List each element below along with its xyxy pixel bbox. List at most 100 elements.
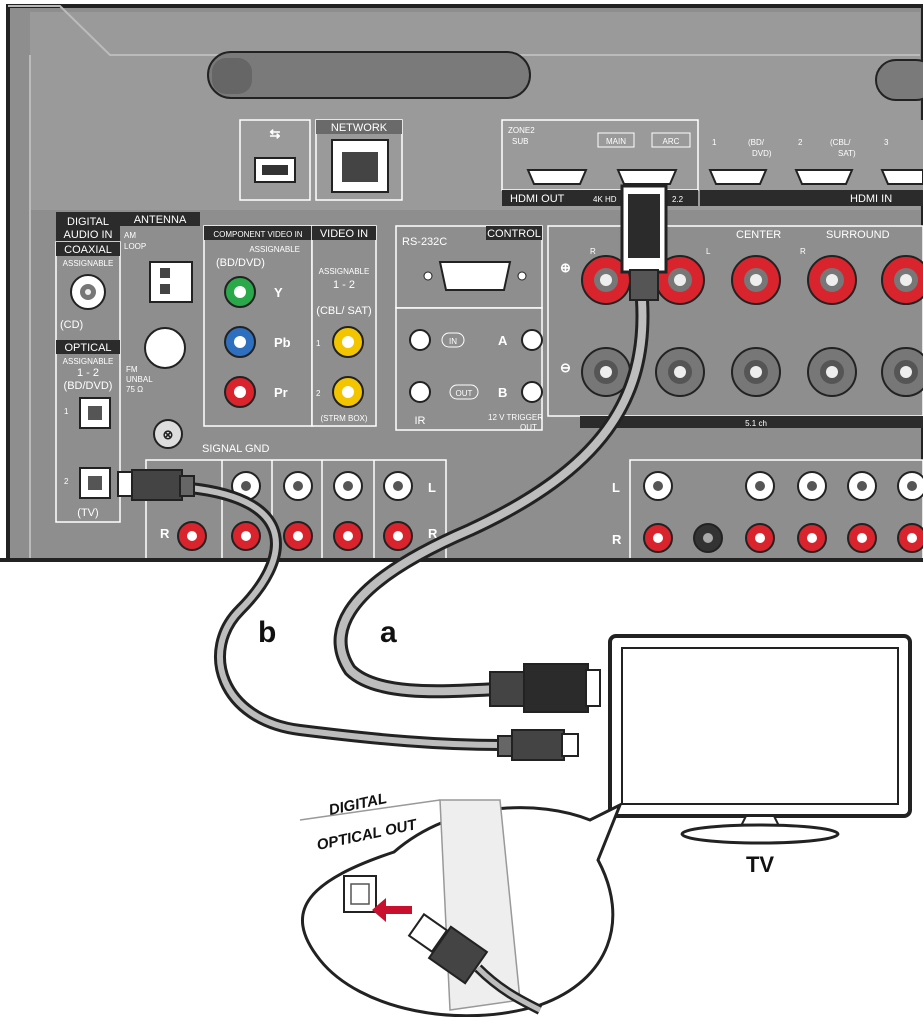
audio-r2-label: R xyxy=(428,526,438,541)
rs232c-label: RS-232C xyxy=(402,236,447,248)
comp-y-label: Y xyxy=(274,285,283,300)
video-port1-num: 1 xyxy=(316,339,321,348)
ir-label: IR xyxy=(415,415,426,427)
zone2-label: ZONE2 xyxy=(508,126,535,135)
lower-r-label: R xyxy=(612,532,622,547)
speaker-terminal-front-l-pos[interactable] xyxy=(655,255,705,305)
speaker-terminal-surround-r-neg[interactable] xyxy=(807,347,857,397)
hdmi-main-label: MAIN xyxy=(606,137,626,146)
speaker-terminal-center-neg[interactable] xyxy=(731,347,781,397)
optical-tv: (TV) xyxy=(77,507,98,519)
trigger-b-jack[interactable] xyxy=(521,381,543,403)
signal-gnd-label: SIGNAL GND xyxy=(202,443,269,455)
comp-pr-label: Pr xyxy=(274,385,288,400)
signal-gnd-screw[interactable] xyxy=(153,419,183,449)
hdmi-in-1-label1: (BD/ xyxy=(748,138,765,147)
hdmi-in-2-label2: SAT) xyxy=(838,149,856,158)
speaker-terminal-surround-l-pos[interactable] xyxy=(881,255,923,305)
speaker-terminal-center-pos[interactable] xyxy=(731,255,781,305)
audio-r-label: R xyxy=(160,526,170,541)
cable-a-hdmi xyxy=(333,184,668,713)
comp-pb-label: Pb xyxy=(274,335,291,350)
callout-digital-label: DIGITAL xyxy=(327,790,388,819)
fm-label: FM xyxy=(126,365,138,374)
analog-audio-in-section: R L R xyxy=(145,459,447,561)
optical-port1-num: 1 xyxy=(64,407,69,416)
trigger-a-jack[interactable] xyxy=(521,329,543,351)
ir-out-jack[interactable] xyxy=(409,381,431,403)
trigger-a-label: A xyxy=(498,333,508,348)
hdmi-in-2-port[interactable] xyxy=(794,169,854,185)
optical-range: 1 - 2 xyxy=(77,367,99,379)
hdmi-22-label: 2.2 xyxy=(672,195,684,204)
control-label: CONTROL xyxy=(487,228,541,240)
coaxial-cd: (CD) xyxy=(60,319,83,331)
trigger-12v-label: 12 V TRIGGER xyxy=(488,413,543,422)
antenna-label: ANTENNA xyxy=(134,214,187,226)
loop-label: LOOP xyxy=(124,242,146,251)
video-assignable: ASSIGNABLE xyxy=(319,267,370,276)
ir-out-label: OUT xyxy=(456,389,473,398)
screw-icon: ⊗ xyxy=(163,427,174,442)
audio-in-l-jacks[interactable] xyxy=(231,471,413,501)
pre-out-l-jacks[interactable] xyxy=(643,471,923,501)
audio-l2-label: L xyxy=(428,480,436,495)
speaker-l-label: L xyxy=(706,247,711,256)
hdmi-in-2-label1: (CBL/ xyxy=(830,138,851,147)
speaker-terminal-front-r-neg[interactable] xyxy=(581,347,631,397)
sub-label: SUB xyxy=(512,137,528,146)
speaker-terminal-surround-l-neg[interactable] xyxy=(881,347,923,397)
plus-symbol: ⊕ xyxy=(560,260,571,275)
ir-in-label: IN xyxy=(449,337,457,346)
optical-bd: (BD/DVD) xyxy=(64,380,113,392)
hdmi-in-1-label2: DVD) xyxy=(752,149,772,158)
lower-l-label: L xyxy=(612,480,620,495)
network-label: NETWORK xyxy=(331,122,388,134)
insert-arrow-icon xyxy=(372,898,412,922)
hdmi-in-3-num: 3 xyxy=(884,138,889,147)
minus-symbol: ⊖ xyxy=(560,360,571,375)
optical-port2-num: 2 xyxy=(64,477,69,486)
hdmi-section: HDMI OUT 4K HD 2.2 ZONE2 SUB MAIN ARC HD… xyxy=(501,119,923,206)
am-loop-terminal[interactable] xyxy=(149,261,193,303)
usb-port[interactable]: ⇆ xyxy=(239,119,311,201)
five-one-label: 5.1 ch xyxy=(745,419,767,428)
trigger-out-label: OUT xyxy=(520,423,537,432)
network-port[interactable]: NETWORK xyxy=(315,119,403,201)
hdmi-in-1-port[interactable] xyxy=(708,169,768,185)
component-video-label: COMPONENT VIDEO IN xyxy=(213,230,302,239)
pre-out-r-jacks[interactable] xyxy=(643,523,923,553)
digital-audio-in-section: DIGITAL AUDIO IN COAXIAL ASSIGNABLE (CD)… xyxy=(55,212,200,523)
hdmi-in-2-num: 2 xyxy=(798,138,803,147)
video-strm: (STRM BOX) xyxy=(320,414,367,423)
speaker-r-label: R xyxy=(590,247,596,256)
coaxial-label: COAXIAL xyxy=(64,244,112,256)
hdmi-out-main-port[interactable] xyxy=(616,169,678,185)
hdmi-out-label: HDMI OUT xyxy=(510,193,565,205)
hdmi-in-3-port[interactable] xyxy=(880,169,923,185)
cable-a-label: a xyxy=(380,616,397,649)
audio-in-r-jacks[interactable] xyxy=(177,521,413,551)
trigger-b-label: B xyxy=(498,385,507,400)
audio-in-label: AUDIO IN xyxy=(64,229,113,241)
rs232c-port[interactable] xyxy=(438,261,512,291)
usb-icon: ⇆ xyxy=(270,126,281,141)
center-label: CENTER xyxy=(736,229,781,241)
video-cbl: (CBL/ SAT) xyxy=(316,305,371,317)
speaker-terminal-front-r-pos[interactable] xyxy=(581,255,631,305)
fm-antenna-jack[interactable] xyxy=(144,327,186,369)
hdmi-in-label: HDMI IN xyxy=(850,193,892,205)
tv: TV xyxy=(608,634,912,877)
video-range: 1 - 2 xyxy=(333,279,355,291)
optical-plug-in-bubble xyxy=(407,912,543,1015)
hdmi-out-sub-port[interactable] xyxy=(526,169,588,185)
fm-unbal-label: UNBAL xyxy=(126,375,153,384)
surround-r-label: R xyxy=(800,247,806,256)
speaker-terminal-front-l-neg[interactable] xyxy=(655,347,705,397)
component-bd: (BD/DVD) xyxy=(216,257,265,269)
digital-label: DIGITAL xyxy=(67,216,109,228)
component-assignable: ASSIGNABLE xyxy=(249,245,300,254)
ir-in-jack[interactable] xyxy=(409,329,431,351)
speaker-terminal-surround-r-pos[interactable] xyxy=(807,255,857,305)
